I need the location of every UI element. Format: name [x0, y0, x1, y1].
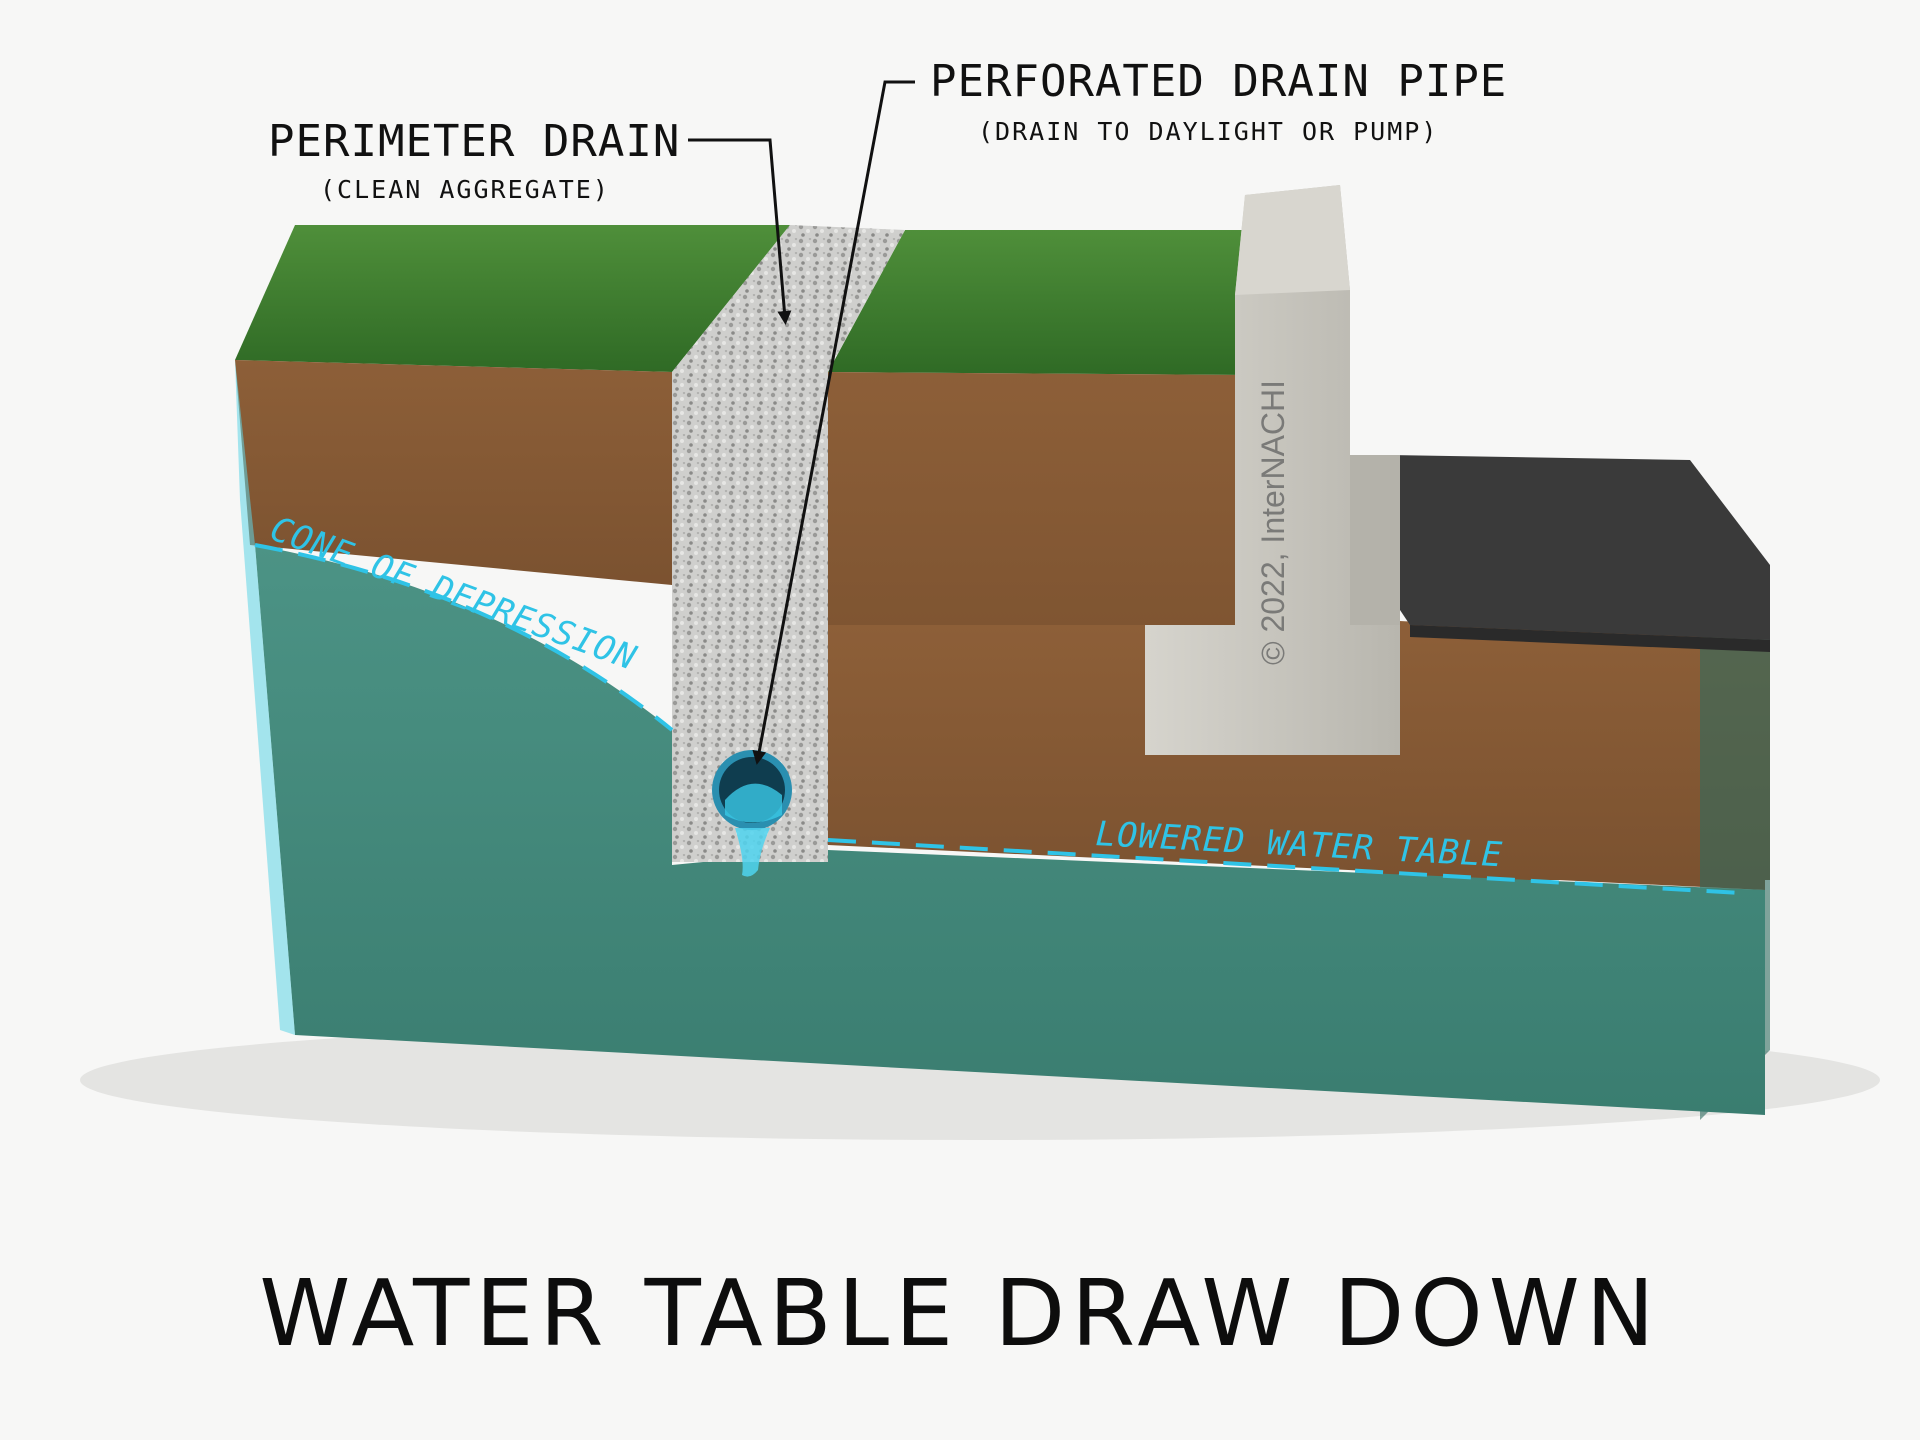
- drain-pipe-label: PERFORATED DRAIN PIPE: [930, 56, 1507, 107]
- watermark: © 2022, InterNACHI: [1255, 380, 1291, 665]
- foundation-wall-top: [1235, 185, 1350, 295]
- drain-pipe-sublabel: (DRAIN TO DAYLIGHT OR PUMP): [978, 117, 1438, 146]
- water-outflow: [735, 828, 770, 877]
- grass-top-left: [235, 225, 790, 372]
- wall-step: [1350, 455, 1400, 625]
- floor-slab-edge: [1410, 625, 1770, 652]
- block-left-edge: [235, 360, 295, 1035]
- aggregate-top: [672, 225, 905, 372]
- soil-front-right: [828, 625, 1765, 890]
- soil-under-slab: [1380, 620, 1770, 880]
- perforated-drain-pipe: [712, 750, 792, 877]
- lowered-water-table-line: [827, 838, 1741, 895]
- perimeter-drain-sublabel: (CLEAN AGGREGATE): [320, 175, 610, 204]
- diagram-title: WATER TABLE DRAW DOWN: [259, 1260, 1660, 1367]
- perimeter-drain-arrow: [688, 138, 792, 325]
- cone-of-depression-line: [254, 543, 674, 732]
- drain-pipe-arrow: [752, 80, 915, 765]
- water-zone: [255, 545, 1765, 1115]
- perimeter-drain-label: PERIMETER DRAIN: [268, 116, 680, 167]
- grass-top-right: [828, 230, 1245, 375]
- soil-front-middle: [828, 372, 1245, 700]
- soil-front-left: [235, 360, 672, 585]
- foundation-wall: [1145, 185, 1400, 755]
- floor-slab: [1350, 455, 1770, 640]
